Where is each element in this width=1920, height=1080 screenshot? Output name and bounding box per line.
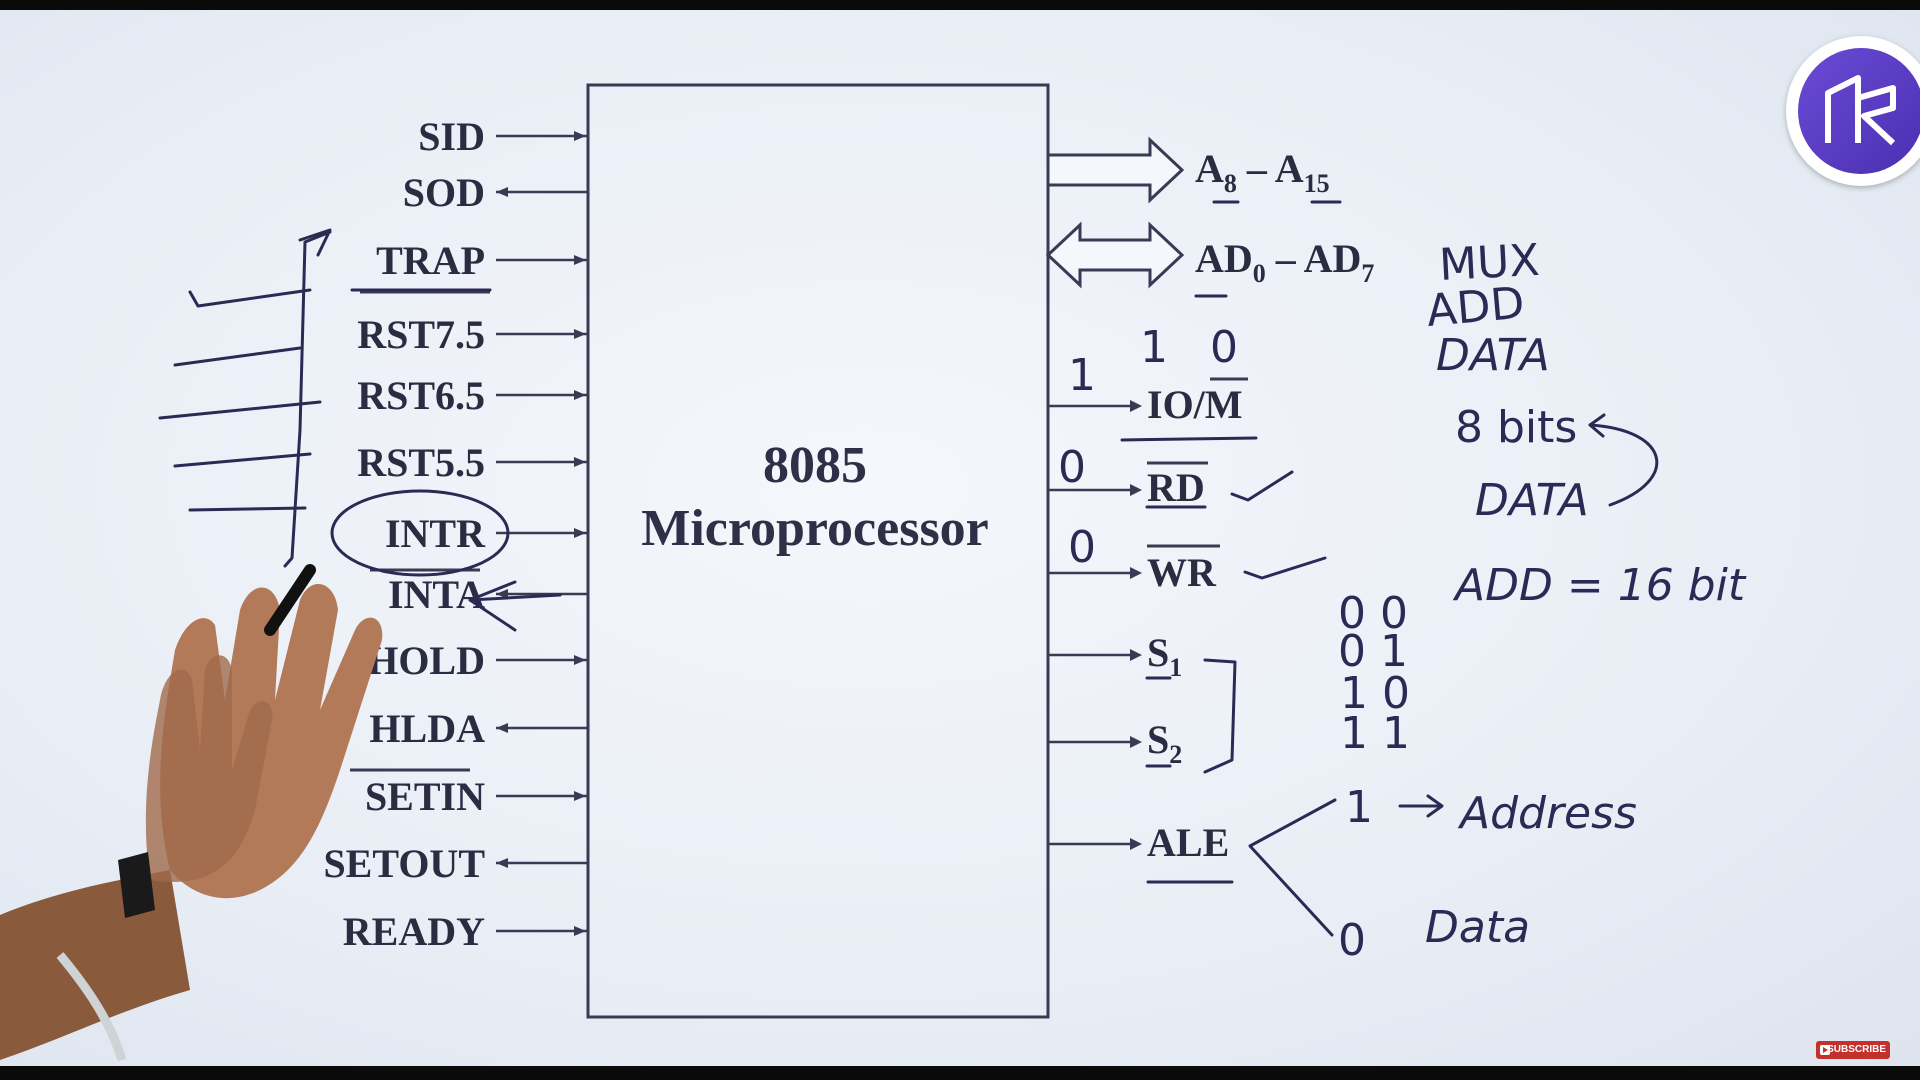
note-loop-arrowhead xyxy=(1588,413,1606,438)
rd-check-icon xyxy=(1230,470,1294,502)
chip-title-name: Microprocessor xyxy=(641,500,989,557)
note-ale-zero: 0 xyxy=(1338,915,1366,966)
iom-label: IO/M xyxy=(1147,382,1243,427)
note-data-2: DATA xyxy=(1475,475,1589,526)
pin-label-hlda: HLDA xyxy=(369,706,485,751)
pin-arrowhead xyxy=(574,457,586,467)
chip-box xyxy=(586,83,1050,1019)
rd-label: RD xyxy=(1147,465,1205,510)
logo-mark-icon xyxy=(1825,75,1896,146)
rd-arrowhead xyxy=(1130,484,1142,496)
interrupt-brace-arrow xyxy=(298,228,332,257)
pin-arrowhead xyxy=(496,187,508,197)
pin-label-setout: SETOUT xyxy=(323,841,485,886)
subscribe-button[interactable]: SUBSCRIBE xyxy=(1816,1041,1890,1059)
pin-label-rst7-5: RST7.5 xyxy=(357,312,485,357)
pin-arrowhead xyxy=(496,589,508,599)
note-mux: MUX xyxy=(1438,235,1541,291)
pin-label-hold: HOLD xyxy=(367,638,485,683)
iom-arrowhead xyxy=(1130,400,1142,412)
ale-arrowhead xyxy=(1130,838,1142,850)
a-high-bus-arrow xyxy=(1046,136,1185,204)
pin-arrowhead xyxy=(574,791,586,801)
note-s-state-1: 0 0 xyxy=(1338,588,1408,639)
iom-underline xyxy=(1120,436,1258,442)
pin-arrowhead xyxy=(574,329,586,339)
subscribe-label: SUBSCRIBE xyxy=(1827,1044,1886,1055)
presenter-watch xyxy=(118,852,155,918)
interrupt-brace xyxy=(283,230,332,568)
s-bracket xyxy=(1203,658,1237,774)
ad-bus-arrow xyxy=(1045,221,1185,289)
wr-label: WR xyxy=(1147,550,1217,595)
note-s-state-3: 1 0 xyxy=(1340,668,1410,719)
s2-arrowhead xyxy=(1130,736,1142,748)
presenter-pen xyxy=(264,564,316,636)
note-ale-data: Data xyxy=(1425,902,1530,953)
note-add: ADD xyxy=(1425,278,1527,337)
note-loop-arrow xyxy=(1588,423,1659,507)
pin-label-intr: INTR xyxy=(385,511,486,556)
note-rd-val: 0 xyxy=(1058,442,1086,493)
pin-arrowhead xyxy=(496,858,508,868)
pin-arrowhead xyxy=(574,131,586,141)
presenter-hand xyxy=(0,564,383,1062)
pin-label-rst5-5: RST5.5 xyxy=(357,440,485,485)
note-ale-one: 1 xyxy=(1345,782,1373,833)
pin-label-ready: READY xyxy=(343,909,485,954)
presenter-bracelet xyxy=(56,952,127,1062)
pin-arrowhead xyxy=(574,655,586,665)
note-8bits: 8 bits xyxy=(1455,402,1577,453)
chip-title-number: 8085 xyxy=(763,437,867,494)
wr-check-icon xyxy=(1243,556,1327,580)
s1-label: S1 xyxy=(1147,630,1182,682)
note-iom-val-3: 0 xyxy=(1210,322,1238,373)
pin-label-inta: INTA xyxy=(388,572,485,617)
pin-label-setin: SETIN xyxy=(365,774,485,819)
youtube-play-icon xyxy=(1820,1045,1830,1055)
logo-badge-icon xyxy=(1798,48,1920,174)
pin-arrowhead xyxy=(574,926,586,936)
ale-branch-lines xyxy=(1248,798,1337,937)
note-s-state-4: 1 1 xyxy=(1340,708,1410,759)
pin-arrowhead xyxy=(496,723,508,733)
note-wr-val: 0 xyxy=(1068,522,1096,573)
wr-arrowhead xyxy=(1130,567,1142,579)
presenter-arm xyxy=(0,870,190,1060)
pin-label-trap: TRAP xyxy=(376,238,485,283)
note-iom-val-2: 1 xyxy=(1140,322,1168,373)
a-high-label: A8 – A15 xyxy=(1195,146,1330,198)
ale-label: ALE xyxy=(1147,820,1229,865)
s1-arrowhead xyxy=(1130,649,1142,661)
pin-arrowhead xyxy=(574,255,586,265)
note-add16: ADD = 16 bit xyxy=(1452,560,1747,611)
pinout-diagram: 8085 Microprocessor SID SOD TRAP RST7.5RST6… xyxy=(158,83,1747,1019)
pin-arrowhead xyxy=(574,528,586,538)
pin-label-rst6-5: RST6.5 xyxy=(357,373,485,418)
pin-label-sod: SOD xyxy=(403,170,485,215)
channel-logo[interactable] xyxy=(1786,36,1920,186)
pin-arrowhead xyxy=(574,390,586,400)
note-s-state-2: 0 1 xyxy=(1338,626,1408,677)
intr-circle xyxy=(330,489,510,577)
ale-one-arrow xyxy=(1398,794,1444,818)
interrupt-ticks xyxy=(158,288,322,512)
note-data: DATA xyxy=(1436,330,1550,381)
s2-label: S2 xyxy=(1147,717,1182,769)
ad-label: AD0 – AD7 xyxy=(1195,236,1374,288)
pin-label-sid: SID xyxy=(418,114,485,159)
inta-scribble xyxy=(468,580,562,632)
note-iom-val-1: 1 xyxy=(1068,350,1096,401)
note-ale-address: Address xyxy=(1457,788,1637,839)
presenter-palm-2 xyxy=(145,655,273,882)
